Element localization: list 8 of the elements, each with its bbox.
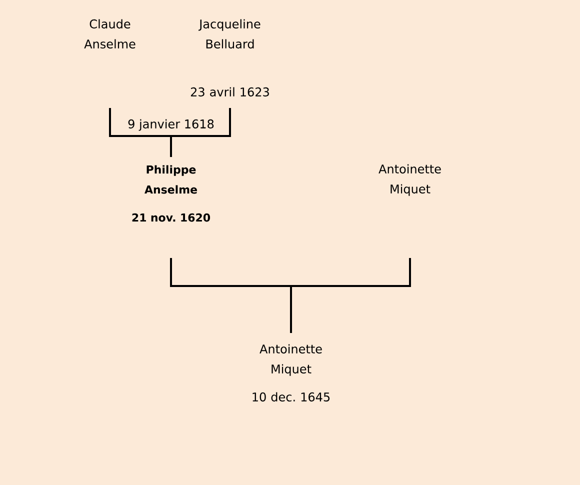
edge-label: 9 janvier 1618: [126, 118, 216, 132]
person-name: Antoinette Miquet: [378, 164, 441, 196]
person-name: Antoinette Miquet 10 dec. 1645: [252, 344, 330, 402]
person-name: Jacqueline Belluard 23 avril 1623: [190, 19, 269, 96]
connector-line: [170, 108, 231, 157]
person-name: Claude Anselme: [84, 19, 136, 48]
connector-line: [290, 258, 411, 333]
person-name: Philippe Anselme 21 nov. 1620: [132, 165, 210, 222]
